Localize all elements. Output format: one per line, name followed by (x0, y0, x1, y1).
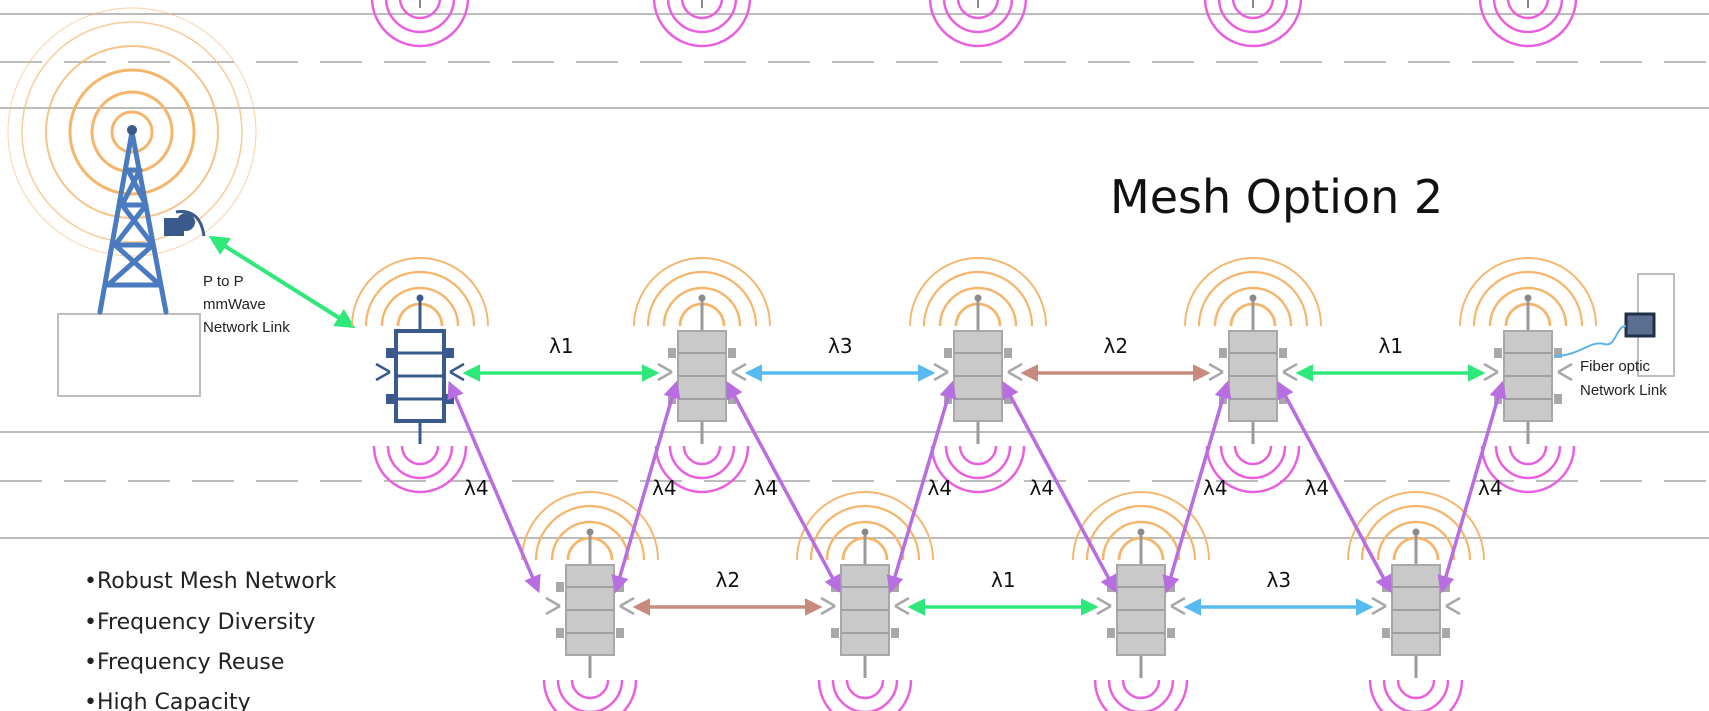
diagram-title: Mesh Option 2 (1110, 170, 1443, 224)
mesh-node-icon (545, 564, 635, 656)
mesh-node-top-1 (351, 257, 489, 494)
p2p-label-line-1: P to P (203, 273, 244, 290)
link-label: λ1 (549, 334, 574, 358)
dish-antenna-icon (164, 210, 206, 237)
link-label: λ4 (1030, 476, 1055, 500)
link-label: λ3 (1267, 568, 1292, 592)
mesh-node-icon (820, 564, 910, 656)
fiber-box-icon (1624, 312, 1656, 338)
frequency-labels: λ1 λ3 λ2 λ1 λ2 λ1 λ3 λ4 λ4 λ4 λ4 λ4 λ4 λ4 λ4 (464, 334, 1503, 592)
upper-node-signal-icon (370, 0, 470, 48)
mesh-node-icon (933, 330, 1023, 422)
fiber-label-line-2: Network Link (1580, 382, 1667, 399)
mesh-node-icon (657, 330, 747, 422)
p2p-mmwave-link (208, 235, 356, 329)
mesh-nodes (351, 257, 1597, 711)
cell-tower-icon (97, 129, 169, 315)
upper-node-signal-icon (1478, 0, 1578, 48)
mesh-node-top-2 (633, 257, 771, 494)
link-label: λ1 (991, 568, 1016, 592)
link-top-3-bot-3 (1002, 380, 1117, 594)
link-top-2-bot-1 (611, 380, 681, 594)
fiber-label-line-1: Fiber optic (1580, 358, 1651, 375)
mesh-node-top-3 (909, 257, 1047, 494)
bullet-1: •Robust Mesh Network (84, 569, 337, 594)
upper-node-signal-icon (1203, 0, 1303, 48)
link-label: λ4 (652, 476, 677, 500)
link-label: λ2 (1104, 334, 1129, 358)
p2p-label-line-3: Network Link (203, 319, 290, 336)
mesh-node-top-5 (1459, 257, 1597, 494)
link-label: λ4 (928, 476, 953, 500)
link-label: λ4 (1203, 476, 1228, 500)
mesh-node-icon (1483, 330, 1573, 422)
fiber-cable (1553, 325, 1627, 357)
fiber-connection (1553, 273, 1675, 377)
mesh-node-icon (375, 329, 465, 423)
upper-node-signal-icon (652, 0, 752, 48)
bullet-4: •High Capacity (84, 690, 251, 711)
frequency-links (447, 364, 1507, 616)
link-label: λ4 (1305, 476, 1330, 500)
link-label: λ3 (828, 334, 853, 358)
mesh-node-bot-4 (1347, 491, 1485, 711)
link-top-2-bot-2 (726, 380, 841, 594)
cell-tower (7, 7, 257, 397)
link-top-5-bot-4 (1437, 380, 1507, 594)
upper-node-signal-icon (928, 0, 1028, 48)
link-top-4-bot-3 (1162, 380, 1232, 594)
link-top-4-bot-4 (1277, 380, 1392, 594)
p2p-label-line-2: mmWave (203, 296, 266, 313)
bullet-3: •Frequency Reuse (84, 650, 284, 675)
link-label: λ1 (1379, 334, 1404, 358)
mesh-node-icon (1208, 330, 1298, 422)
upper-road-nodes (370, 0, 1578, 48)
link-label: λ2 (716, 568, 741, 592)
link-top-1-bot-1 (447, 380, 541, 594)
mesh-node-icon (1371, 564, 1461, 656)
link-label: λ4 (464, 476, 489, 500)
bullet-2: •Frequency Diversity (84, 610, 316, 635)
link-top-3-bot-2 (886, 380, 957, 594)
link-label: λ4 (1478, 476, 1503, 500)
road-lines (0, 13, 1709, 539)
tower-base (57, 313, 201, 397)
link-label: λ4 (754, 476, 779, 500)
mesh-node-bot-3 (1072, 491, 1210, 711)
mesh-node-bot-1 (521, 491, 659, 711)
mesh-node-bot-2 (796, 491, 934, 711)
